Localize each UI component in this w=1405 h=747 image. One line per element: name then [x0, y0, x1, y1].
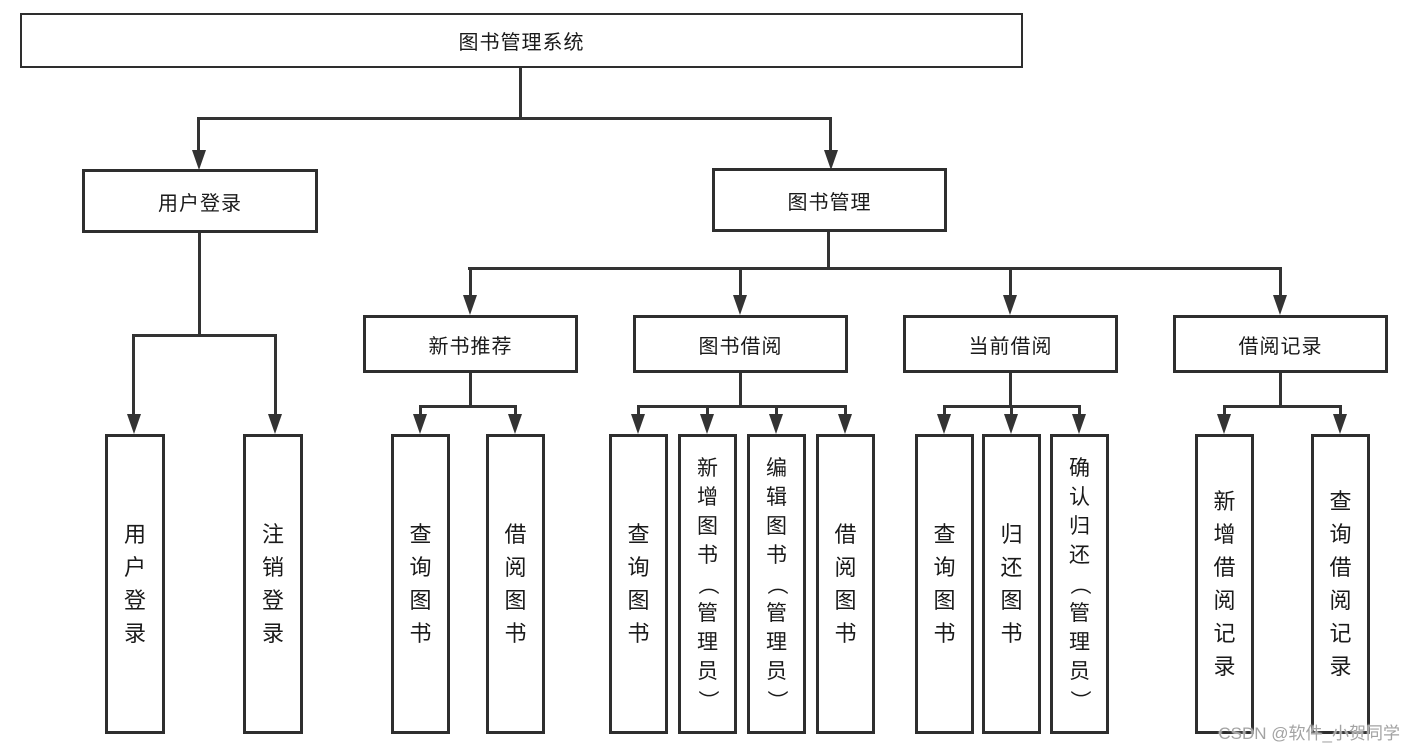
connector-line: [197, 117, 832, 120]
arrowhead-icon: [1217, 414, 1231, 434]
connector-line: [1279, 371, 1282, 408]
arrowhead-icon: [1003, 295, 1017, 315]
leaf-confirm-return-admin: 确认归还（管理员）: [1050, 434, 1109, 734]
arrowhead-icon: [700, 414, 714, 434]
connector-line: [943, 405, 946, 416]
leaf-label: 借阅图书: [834, 521, 857, 646]
leaf-add-borrow-record: 新增借阅记录: [1195, 434, 1254, 734]
leaf-user-login: 用户登录: [105, 434, 165, 734]
leaf-logout-login: 注销登录: [243, 434, 303, 734]
connector-line: [829, 117, 832, 152]
connector-line: [706, 405, 709, 416]
connector-line: [1339, 405, 1342, 416]
connector-line: [1279, 267, 1282, 297]
leaf-label: 借阅图书: [504, 521, 527, 646]
connector-line: [419, 405, 516, 408]
leaf-borrow-book-recommend: 借阅图书: [486, 434, 545, 734]
connector-line: [775, 405, 778, 416]
node-label: 图书管理系统: [458, 32, 585, 54]
connector-line: [274, 334, 277, 416]
connector-line: [1009, 371, 1012, 408]
arrowhead-icon: [937, 414, 951, 434]
node-user-login: 用户登录: [82, 169, 318, 233]
leaf-label: 查询图书: [933, 521, 956, 646]
connector-line: [739, 371, 742, 408]
arrowhead-icon: [127, 414, 141, 434]
connector-line: [519, 66, 522, 120]
leaf-label: 查询图书: [409, 521, 432, 646]
node-book-borrow: 图书借阅: [633, 315, 848, 373]
connector-line: [1078, 405, 1081, 416]
arrowhead-icon: [838, 414, 852, 434]
connector-line: [514, 405, 517, 416]
node-library-system: 图书管理系统: [20, 13, 1023, 68]
node-label: 新书推荐: [428, 335, 513, 358]
arrowhead-icon: [413, 414, 427, 434]
node-label: 图书借阅: [698, 335, 783, 358]
connector-line: [637, 405, 847, 408]
connector-line: [469, 267, 472, 297]
arrowhead-icon: [1273, 295, 1287, 315]
node-new-book-recommend: 新书推荐: [363, 315, 578, 373]
leaf-label: 新增借阅记录: [1213, 488, 1236, 679]
leaf-borrow-book: 借阅图书: [816, 434, 875, 734]
node-label: 图书管理: [787, 191, 872, 214]
connector-line: [469, 371, 472, 408]
node-borrow-records: 借阅记录: [1173, 315, 1388, 373]
leaf-add-book-admin: 新增图书（管理员）: [678, 434, 737, 734]
leaf-label: 确认归还（管理员）: [1068, 456, 1091, 711]
leaf-edit-book-admin: 编辑图书（管理员）: [747, 434, 806, 734]
connector-line: [1223, 405, 1226, 416]
connector-line: [1010, 405, 1013, 416]
leaf-label: 查询借阅记录: [1329, 488, 1352, 679]
arrowhead-icon: [824, 150, 838, 170]
arrowhead-icon: [1072, 414, 1086, 434]
node-label: 借阅记录: [1238, 335, 1323, 358]
connector-line: [827, 232, 830, 270]
leaf-label: 编辑图书（管理员）: [765, 456, 788, 711]
arrowhead-icon: [631, 414, 645, 434]
leaf-label: 归还图书: [1000, 521, 1023, 646]
connector-line: [1223, 405, 1341, 408]
connector-line: [132, 334, 135, 416]
node-book-management: 图书管理: [712, 168, 947, 232]
arrowhead-icon: [1004, 414, 1018, 434]
connector-line: [844, 405, 847, 416]
arrowhead-icon: [268, 414, 282, 434]
connector-line: [739, 267, 742, 297]
connector-line: [198, 233, 201, 337]
node-label: 用户登录: [158, 192, 242, 215]
arrowhead-icon: [733, 295, 747, 315]
connector-line: [132, 334, 277, 337]
arrowhead-icon: [1333, 414, 1347, 434]
connector-line: [468, 267, 1282, 270]
arrowhead-icon: [192, 150, 206, 170]
leaf-label: 新增图书（管理员）: [696, 456, 719, 711]
arrowhead-icon: [463, 295, 477, 315]
leaf-query-borrow-record: 查询借阅记录: [1311, 434, 1370, 734]
watermark: CSDN @软件_小贺同学: [1218, 724, 1400, 743]
connector-line: [637, 405, 640, 416]
leaf-label: 查询图书: [627, 521, 650, 646]
leaf-query-book-borrow: 查询图书: [609, 434, 668, 734]
connector-line: [197, 117, 200, 152]
node-label: 当前借阅: [968, 335, 1053, 358]
leaf-return-book: 归还图书: [982, 434, 1041, 734]
arrowhead-icon: [508, 414, 522, 434]
connector-line: [1009, 267, 1012, 297]
connector-line: [419, 405, 422, 416]
arrowhead-icon: [769, 414, 783, 434]
leaf-label: 用户登录: [123, 521, 146, 646]
node-current-borrow: 当前借阅: [903, 315, 1118, 373]
leaf-query-book-recommend: 查询图书: [391, 434, 450, 734]
leaf-query-book-current: 查询图书: [915, 434, 974, 734]
leaf-label: 注销登录: [261, 521, 284, 646]
